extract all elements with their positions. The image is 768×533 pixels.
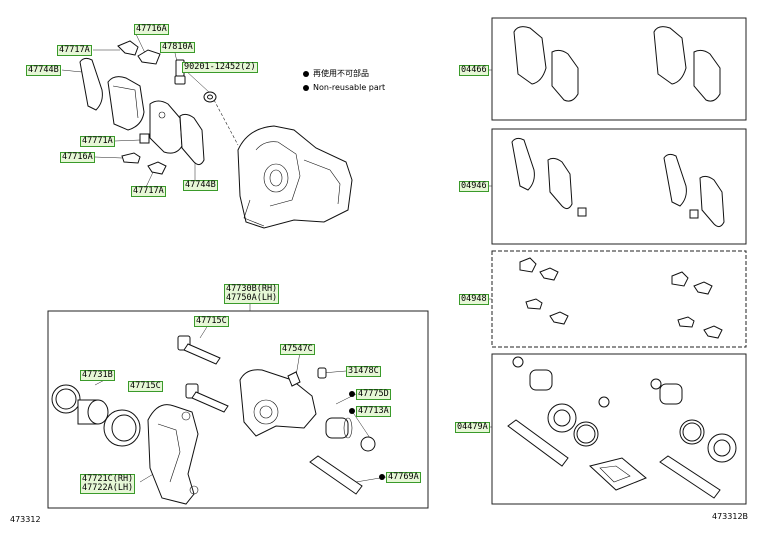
caliper-mounting-bracket xyxy=(147,404,199,505)
callout-caliper-assy[interactable]: 47730B(RH) 47750A(LH) xyxy=(224,284,280,304)
callout-47771A[interactable]: 47771A xyxy=(80,136,115,147)
callout-47744B-bot[interactable]: 47744B xyxy=(183,180,218,191)
legend-dot-icon xyxy=(303,84,309,91)
caliper-kit-frame xyxy=(47,310,429,509)
nonreusable-dot-icon xyxy=(349,391,355,397)
callout-47722A-lh: 47722A(LH) xyxy=(82,483,134,493)
slide-pin-boot xyxy=(309,455,363,495)
callout-90201-12452[interactable]: 90201-12452(2) xyxy=(182,62,258,73)
callout-47547C[interactable]: 47547C xyxy=(280,344,315,355)
nonreusable-dot-icon xyxy=(379,474,385,480)
legend-reusable: 再使用不可部品 xyxy=(303,69,369,79)
slide-bushing xyxy=(360,436,376,452)
figure-number-right: 473312B xyxy=(712,512,749,521)
brake-pad-inner xyxy=(149,100,183,154)
slide-bushing-boot xyxy=(325,417,353,439)
assembly-link-dashed xyxy=(213,99,239,146)
callout-04479A[interactable]: 04479A xyxy=(455,422,490,433)
kit-04479A-frame xyxy=(491,353,747,505)
kit-04466-pads xyxy=(513,26,721,102)
callout-47716A-top[interactable]: 47716A xyxy=(134,24,169,35)
pad-wear-indicator xyxy=(139,133,150,144)
leader-lines-bottom xyxy=(94,321,387,483)
callout-mounting-bracket[interactable]: 47721C(RH) 47722A(LH) xyxy=(80,474,136,494)
callout-47713A[interactable]: 47713A xyxy=(356,406,391,417)
callout-04946[interactable]: 04946 xyxy=(459,181,489,192)
anti-squeal-shim-inner xyxy=(179,113,205,166)
callout-47716A-mid[interactable]: 47716A xyxy=(60,152,95,163)
kit-04466-frame xyxy=(491,17,747,121)
callout-47750A-lh: 47750A(LH) xyxy=(226,293,278,303)
kit-04946-frame xyxy=(491,128,747,245)
callout-47730B-rh: 47730B(RH) xyxy=(226,284,278,294)
callout-31478C[interactable]: 31478C xyxy=(346,366,381,377)
callout-47717A-bot[interactable]: 47717A xyxy=(131,186,166,197)
bleeder-cap xyxy=(317,367,327,379)
piston xyxy=(77,399,109,425)
kit-04946-shims xyxy=(511,137,725,228)
figure-number-left: 473312 xyxy=(10,515,41,524)
callout-47769A[interactable]: 47769A xyxy=(386,472,421,483)
pad-clip-lower xyxy=(121,152,167,175)
callout-47775D[interactable]: 47775D xyxy=(356,389,391,400)
callout-47744B-top[interactable]: 47744B xyxy=(26,65,61,76)
slide-pin-upper xyxy=(177,335,221,365)
callout-47717A-top[interactable]: 47717A xyxy=(57,45,92,56)
legend-dot-icon xyxy=(303,70,309,77)
slide-pin-lower xyxy=(185,383,229,413)
cylinder-boot xyxy=(103,409,141,447)
brake-pad-outer xyxy=(107,76,145,131)
kit-04948-clips xyxy=(519,257,723,339)
kit-04479A-seals xyxy=(507,356,737,499)
bleeder-screw xyxy=(287,371,301,387)
caliper-cylinder-body xyxy=(239,369,317,437)
nonreusable-dot-icon xyxy=(349,408,355,414)
callout-47715C-mid[interactable]: 47715C xyxy=(128,381,163,392)
caliper-assembly xyxy=(237,125,353,229)
anti-squeal-shim-outer xyxy=(79,57,103,111)
callout-47810A[interactable]: 47810A xyxy=(160,42,195,53)
piston-seal xyxy=(51,384,81,414)
washer xyxy=(203,91,217,103)
callout-47715C-top[interactable]: 47715C xyxy=(194,316,229,327)
pad-clip-top xyxy=(117,40,161,65)
callout-04948[interactable]: 04948 xyxy=(459,294,489,305)
callout-47721C-rh: 47721C(RH) xyxy=(82,474,134,484)
callout-04466[interactable]: 04466 xyxy=(459,65,489,76)
legend-nonreusable: Non-reusable part xyxy=(303,83,385,93)
callout-47731B[interactable]: 47731B xyxy=(80,370,115,381)
